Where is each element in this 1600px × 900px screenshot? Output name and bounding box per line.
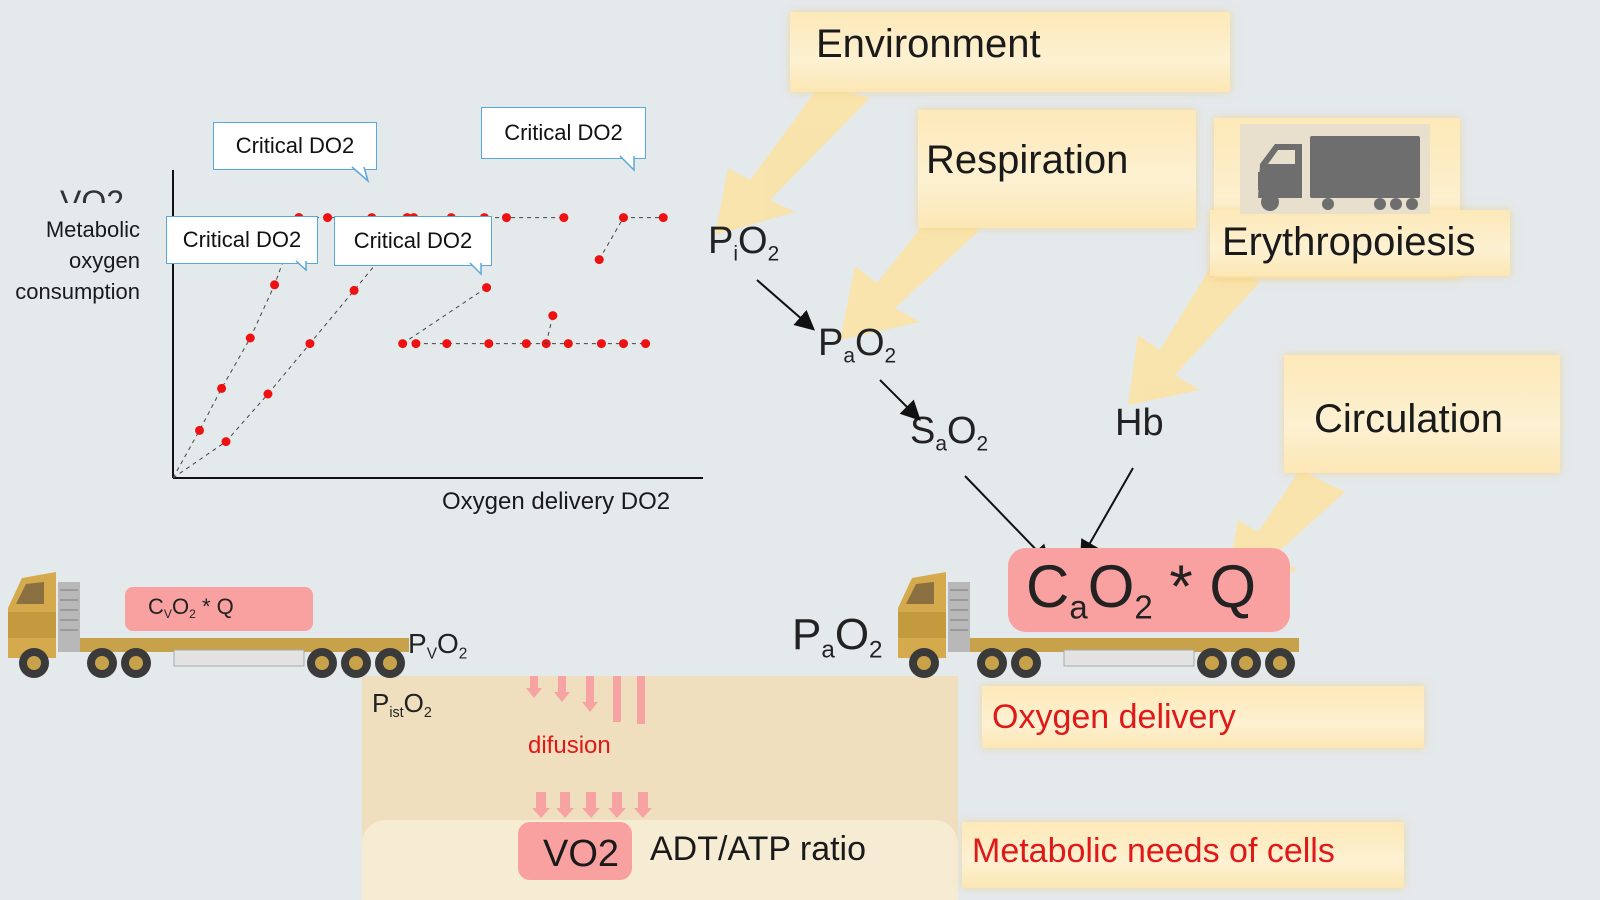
pao2-label: PaO2: [818, 322, 897, 368]
metabolic-needs-box: Metabolic needs of cells: [962, 822, 1404, 888]
data-point: [548, 311, 558, 321]
venous-truck: [8, 572, 409, 678]
data-point: [398, 339, 408, 349]
arterial-pao2-label: PaO2: [792, 610, 883, 664]
environment-box: Environment: [790, 12, 1230, 92]
arterial-cargo-box: [1008, 548, 1290, 632]
data-point: [563, 339, 573, 349]
critical-do2-callout-1: Critical DO2: [213, 122, 377, 170]
data-point: [482, 283, 492, 293]
pio2-label: PiO2: [708, 220, 780, 266]
erythropoiesis-label: Erythropoiesis: [1222, 220, 1476, 264]
data-point: [594, 255, 604, 265]
data-point: [349, 285, 359, 295]
respiration-box: Respiration: [918, 110, 1196, 228]
diffusion-label: difusion: [528, 732, 611, 759]
hb-label: Hb: [1115, 402, 1164, 444]
ylabel-line-1: Metabolic: [45, 217, 140, 242]
data-point: [619, 339, 628, 349]
oxygen-delivery-label: Oxygen delivery: [992, 698, 1236, 736]
data-point: [641, 339, 651, 349]
venous-cargo-box: [125, 587, 313, 631]
ylabel-line-3: consumption: [15, 279, 140, 304]
series-line-3: [172, 225, 408, 479]
pisto2-label: PistO2: [372, 688, 432, 721]
data-point: [263, 389, 273, 399]
chart-ylabel-behind: VO2: [60, 184, 125, 203]
data-point: [442, 339, 452, 349]
chart-xlabel: Oxygen delivery DO2: [442, 488, 671, 515]
series-line-1: [172, 217, 300, 479]
venous-cargo-label: CVO2 * Q: [148, 594, 234, 622]
series-line-5: [402, 287, 487, 345]
cao2-q-label: CaO2 * Q: [1026, 553, 1257, 626]
arterial-truck: [898, 572, 1299, 678]
data-point: [245, 333, 255, 343]
data-point: [270, 280, 280, 290]
vo2-label: VO2: [543, 833, 620, 875]
data-point: [195, 425, 204, 435]
critical-do2-callout-4: Critical DO2: [334, 216, 492, 266]
erythropoiesis-arrow: [1128, 260, 1260, 405]
atp-ratio-label: ADT/ATP ratio: [650, 830, 867, 868]
data-point: [411, 339, 421, 349]
data-point: [323, 213, 333, 223]
oxygen-delivery-box: Oxygen delivery: [982, 686, 1424, 748]
diffusion-arrows: [526, 676, 652, 818]
vo2-box: [518, 822, 632, 880]
pvo2-label: PVO2: [408, 628, 468, 663]
truck-icon: [1240, 124, 1430, 214]
data-point: [484, 339, 494, 349]
environment-arrow: [715, 85, 870, 235]
respiration-label: Respiration: [926, 138, 1129, 182]
data-point: [221, 437, 231, 447]
metabolic-needs-label: Metabolic needs of cells: [972, 832, 1335, 870]
data-point: [501, 213, 511, 223]
data-point: [658, 213, 668, 223]
callout-tails: [295, 155, 635, 276]
data-point: [559, 213, 569, 223]
data-point: [619, 213, 628, 223]
environment-label: Environment: [816, 22, 1041, 66]
critical-do2-callout-3: Critical DO2: [166, 216, 318, 264]
chart-ylabel: Metabolic oxygen consumption: [0, 214, 140, 307]
data-point: [217, 383, 227, 393]
data-point: [596, 339, 606, 349]
data-point: [305, 339, 315, 349]
data-point: [521, 339, 531, 349]
circulation-label: Circulation: [1314, 397, 1503, 441]
ylabel-line-2: oxygen: [69, 248, 140, 273]
cell-block: [362, 820, 958, 900]
erythropoiesis-label-box: Erythropoiesis: [1210, 210, 1510, 276]
sao2-label: SaO2: [910, 410, 989, 456]
respiration-arrow: [840, 210, 980, 340]
circulation-box: Circulation: [1284, 355, 1560, 473]
critical-do2-callout-2: Critical DO2: [481, 107, 646, 159]
